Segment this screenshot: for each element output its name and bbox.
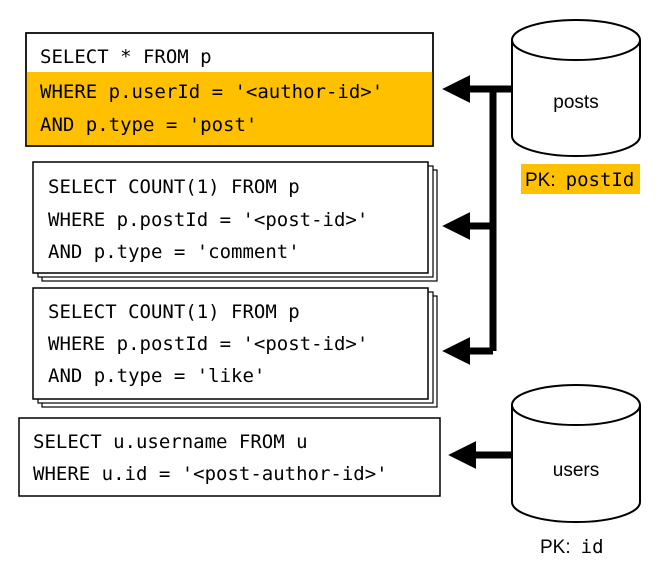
container-name: posts — [553, 92, 598, 113]
pk-text: PK: id — [540, 536, 604, 558]
query-box-border — [25, 32, 434, 147]
query-box-frame — [18, 417, 441, 497]
cylinder-top — [511, 19, 641, 61]
query-line: SELECT * FROM p — [40, 46, 212, 68]
cylinder-body — [511, 40, 641, 157]
pk-label: PK: — [525, 170, 556, 191]
cylinder-body — [511, 405, 641, 523]
query-line: WHERE p.postId = '<post-id>' — [48, 209, 368, 231]
pk-label: PK: — [540, 537, 571, 558]
query-box-author-username: SELECT u.username FROM u WHERE u.id = '<… — [18, 417, 441, 497]
query-box-like-count: SELECT COUNT(1) FROM p WHERE p.postId = … — [32, 287, 438, 408]
cylinder-top — [511, 384, 641, 426]
query-line: WHERE p.userId = '<author-id>' — [40, 81, 383, 103]
query-box-posts-by-author: SELECT * FROM p WHERE p.userId = '<autho… — [25, 32, 434, 147]
pk-text: PK: postId — [525, 169, 634, 191]
container-posts: posts — [511, 19, 641, 157]
pk-highlight — [521, 164, 640, 194]
pk-value: postId — [566, 169, 635, 191]
query-line: SELECT COUNT(1) FROM p — [48, 301, 300, 323]
query-line: AND p.type = 'comment' — [48, 241, 300, 263]
query-line: SELECT u.username FROM u — [33, 431, 308, 453]
pk-value: id — [581, 536, 604, 558]
container-name: users — [553, 460, 599, 481]
connectors — [442, 75, 512, 469]
query-line: WHERE u.id = '<post-author-id>' — [33, 463, 388, 485]
partition-key-users: PK: id — [540, 536, 604, 558]
query-line: SELECT COUNT(1) FROM p — [48, 176, 300, 198]
query-box-comment-count: SELECT COUNT(1) FROM p WHERE p.postId = … — [32, 161, 438, 282]
container-users: users — [511, 384, 641, 523]
partition-key-posts: PK: postId — [521, 164, 640, 194]
query-line: AND p.type = 'like' — [48, 365, 265, 387]
query-box-frame — [32, 161, 429, 274]
query-line: AND p.type = 'post' — [40, 114, 257, 136]
query-highlight — [26, 72, 433, 146]
query-box-frame — [32, 287, 429, 400]
query-line: WHERE p.postId = '<post-id>' — [48, 333, 368, 355]
